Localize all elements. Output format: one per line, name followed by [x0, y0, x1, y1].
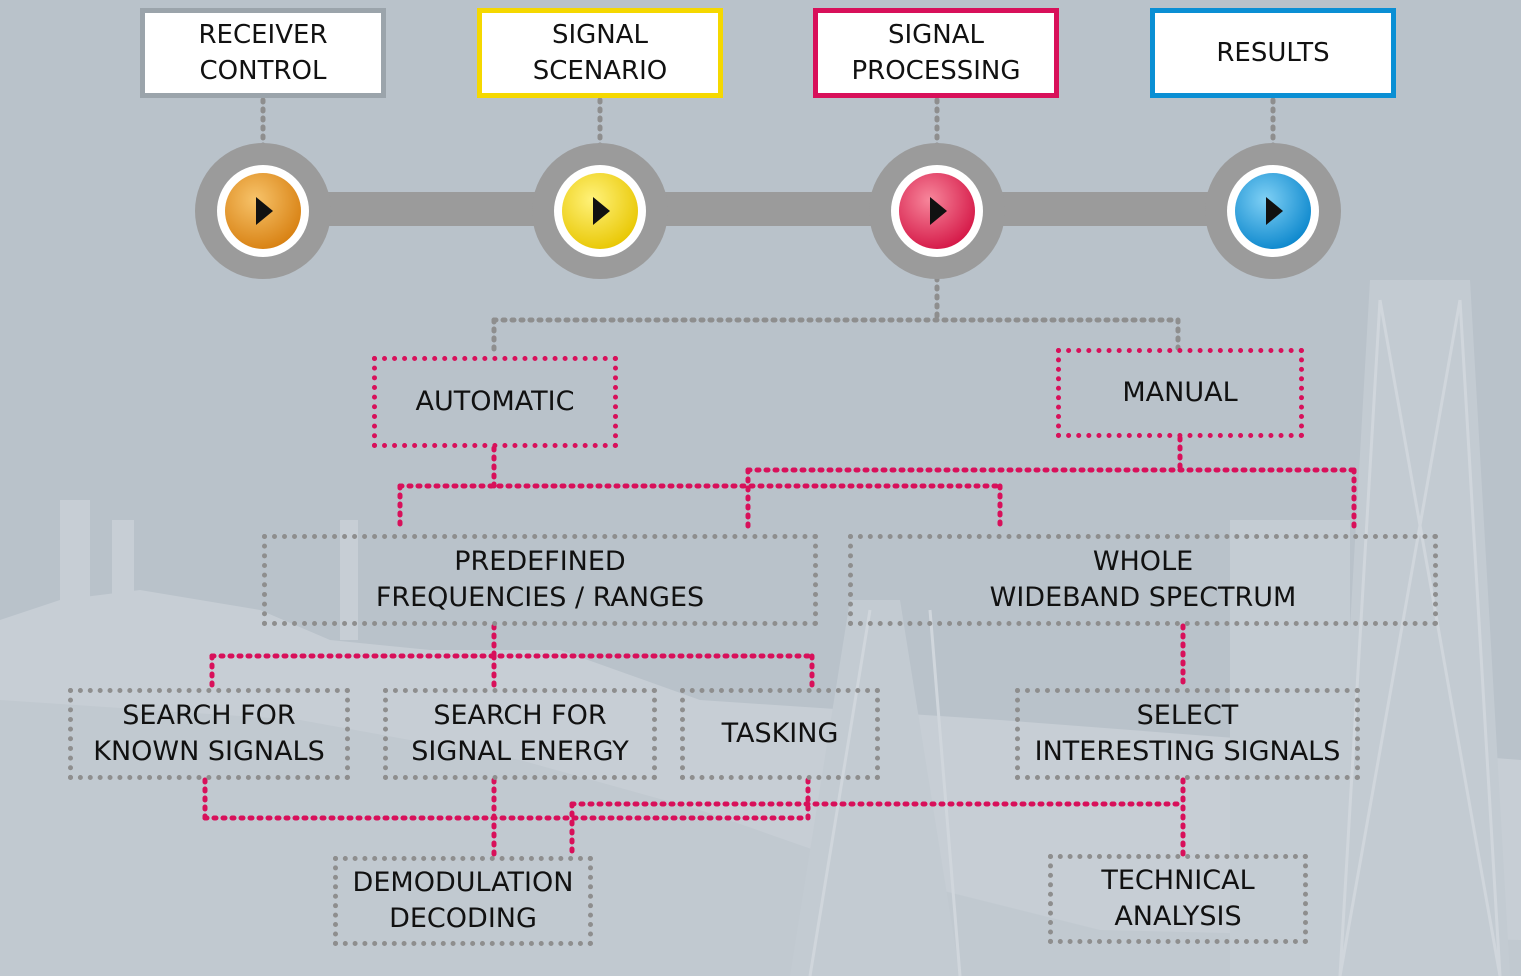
step-label-signal-scenario[interactable]: SIGNAL SCENARIO — [477, 8, 723, 98]
red-connectors — [202, 435, 1357, 859]
tower-lattice — [808, 299, 1502, 976]
play-icon — [1266, 197, 1283, 225]
play-icon — [930, 197, 947, 225]
background-scenery — [0, 280, 1521, 976]
step-label-results[interactable]: RESULTS — [1150, 8, 1396, 98]
scope-predefined-frequencies: PREDEFINED FREQUENCIES / RANGES — [262, 534, 818, 626]
step-button-results[interactable] — [1205, 143, 1341, 279]
play-icon — [593, 197, 610, 225]
method-select-interesting-signals: SELECT INTERESTING SIGNALS — [1015, 688, 1360, 780]
mode-manual: MANUAL — [1056, 348, 1304, 438]
method-search-known-signals: SEARCH FOR KNOWN SIGNALS — [68, 688, 350, 780]
output-technical-analysis: TECHNICAL ANALYSIS — [1048, 854, 1308, 944]
output-demodulation-decoding: DEMODULATION DECODING — [333, 856, 593, 946]
step-button-receiver-control[interactable] — [195, 143, 331, 279]
step-button-signal-scenario[interactable] — [532, 143, 668, 279]
scope-whole-wideband-spectrum: WHOLE WIDEBAND SPECTRUM — [848, 534, 1438, 626]
step-button-signal-processing[interactable] — [869, 143, 1005, 279]
method-tasking: TASKING — [680, 688, 880, 780]
grey-connectors — [260, 97, 1276, 359]
play-icon — [256, 197, 273, 225]
method-search-signal-energy: SEARCH FOR SIGNAL ENERGY — [383, 688, 657, 780]
step-label-signal-processing[interactable]: SIGNAL PROCESSING — [813, 8, 1059, 98]
timeline-track — [263, 192, 1273, 226]
step-label-receiver-control[interactable]: RECEIVER CONTROL — [140, 8, 386, 98]
mode-automatic: AUTOMATIC — [372, 356, 618, 448]
